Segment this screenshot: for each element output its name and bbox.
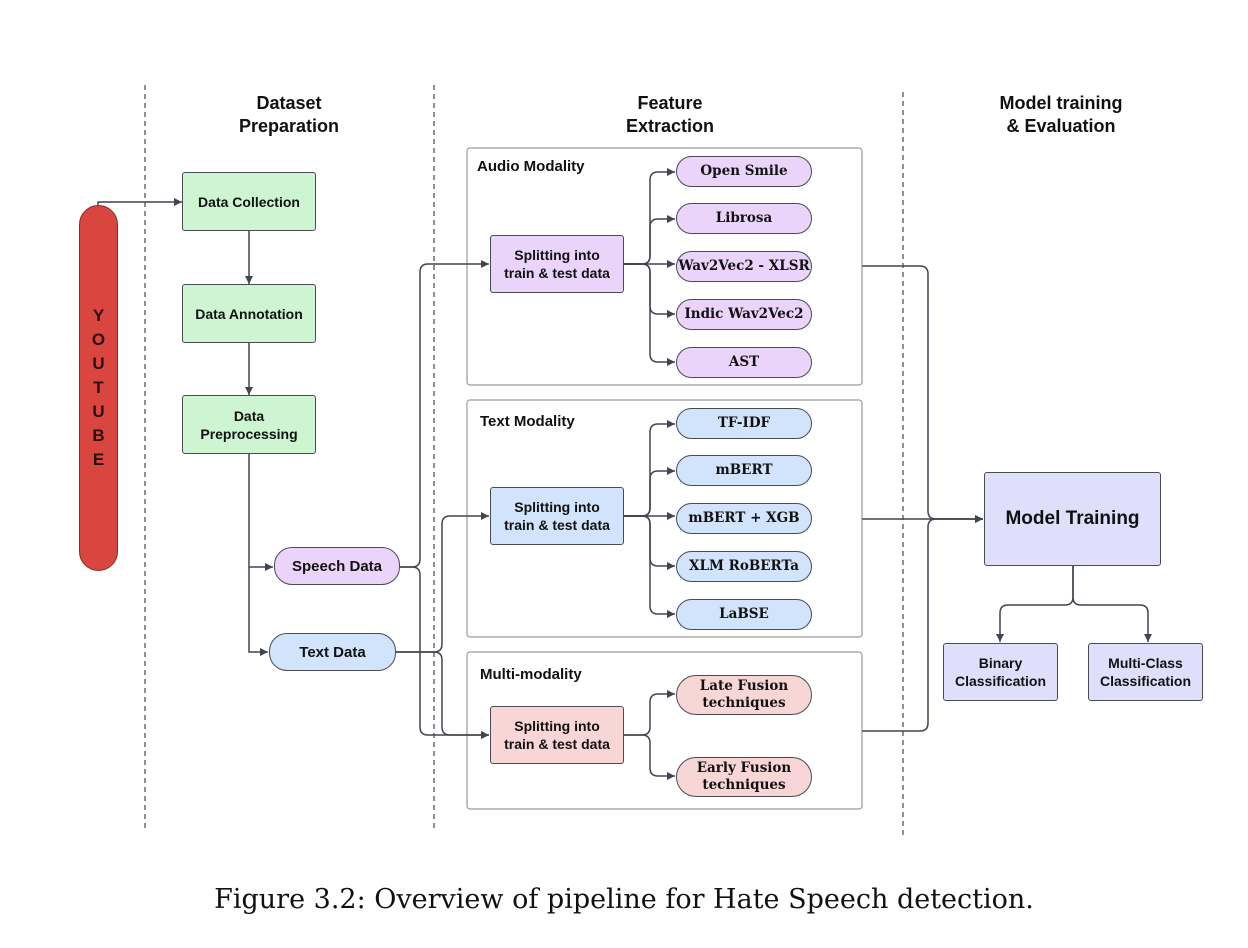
edge-text-fan-4 [623,515,675,570]
edge-speech-multi-split [400,566,489,739]
edge-model-multiclass [1072,566,1152,642]
edge-model-binary [996,566,1074,642]
youtube-letter: U [92,402,105,421]
text-split-box: Splitting into train & test data [490,487,624,545]
audio-feature-librosa: Librosa [676,203,812,234]
audio-split-box: Splitting into train & test data [490,235,624,293]
edge-text-text-split [396,512,489,653]
text-feature-labse: LaBSE [676,599,812,630]
youtube-source: Y O U T U B E [79,205,118,571]
text-modality-title: Text Modality [480,413,575,430]
youtube-letter: O [91,330,106,349]
text-feature-tfidf: TF-IDF [676,408,812,439]
edge-text-fan-2 [623,467,675,517]
edge-audio-fan-4 [623,263,675,318]
text-feature-xlm-roberta: XLM RoBERTa [676,551,812,582]
youtube-letter: E [92,450,105,469]
data-collection-box: Data Collection [182,172,316,231]
edge-text-multi-split [396,651,489,739]
edge-text-fan-5 [623,515,675,618]
header-dataset-preparation: Dataset Preparation [238,93,340,136]
edge-multi-fan-2 [623,734,675,780]
data-annotation-box: Data Annotation [182,284,316,343]
edge-preprocessing-speech [248,454,273,571]
header-model-training-evaluation: Model training & Evaluation [999,93,1123,136]
edge-speech-audio-split [400,260,489,568]
model-training-box: Model Training [984,472,1161,566]
edge-preprocessing-text [248,567,268,656]
youtube-letter: U [92,354,105,373]
multiclass-classification-box: Multi-Class Classification [1088,643,1203,701]
edge-multi-model [862,518,983,732]
edge-audio-fan-1 [623,168,675,265]
multi-modality-title: Multi-modality [480,666,582,683]
audio-feature-indic-wav2vec2: Indic Wav2Vec2 [676,299,812,330]
youtube-letter: T [93,378,104,397]
multi-feature-early-fusion: Early Fusion techniques [676,757,812,797]
text-feature-mbert: mBERT [676,455,812,486]
data-preprocessing-box: Data Preprocessing [182,395,316,454]
audio-modality-title: Audio Modality [477,158,585,175]
audio-feature-wav2vec2-xlsr: Wav2Vec2 - XLSR [676,251,812,282]
header-feature-extraction: Feature Extraction [625,93,715,136]
edge-audio-fan-5 [623,263,675,366]
edge-audio-model [862,265,983,523]
youtube-letter: B [92,426,105,445]
multi-feature-late-fusion: Late Fusion techniques [676,675,812,715]
text-data-node: Text Data [269,633,396,671]
binary-classification-box: Binary Classification [943,643,1058,701]
figure-caption: Figure 3.2: Overview of pipeline for Hat… [214,884,1034,915]
audio-feature-open-smile: Open Smile [676,156,812,187]
youtube-letter: Y [92,306,105,325]
edge-multi-fan-1 [623,690,675,736]
multi-split-box: Splitting into train & test data [490,706,624,764]
edge-text-fan-1 [623,420,675,517]
text-feature-mbert-xgb: mBERT + XGB [676,503,812,534]
edge-audio-fan-2 [623,215,675,265]
speech-data-node: Speech Data [274,547,400,585]
edge-youtube-collection [97,198,182,208]
audio-feature-ast: AST [676,347,812,378]
